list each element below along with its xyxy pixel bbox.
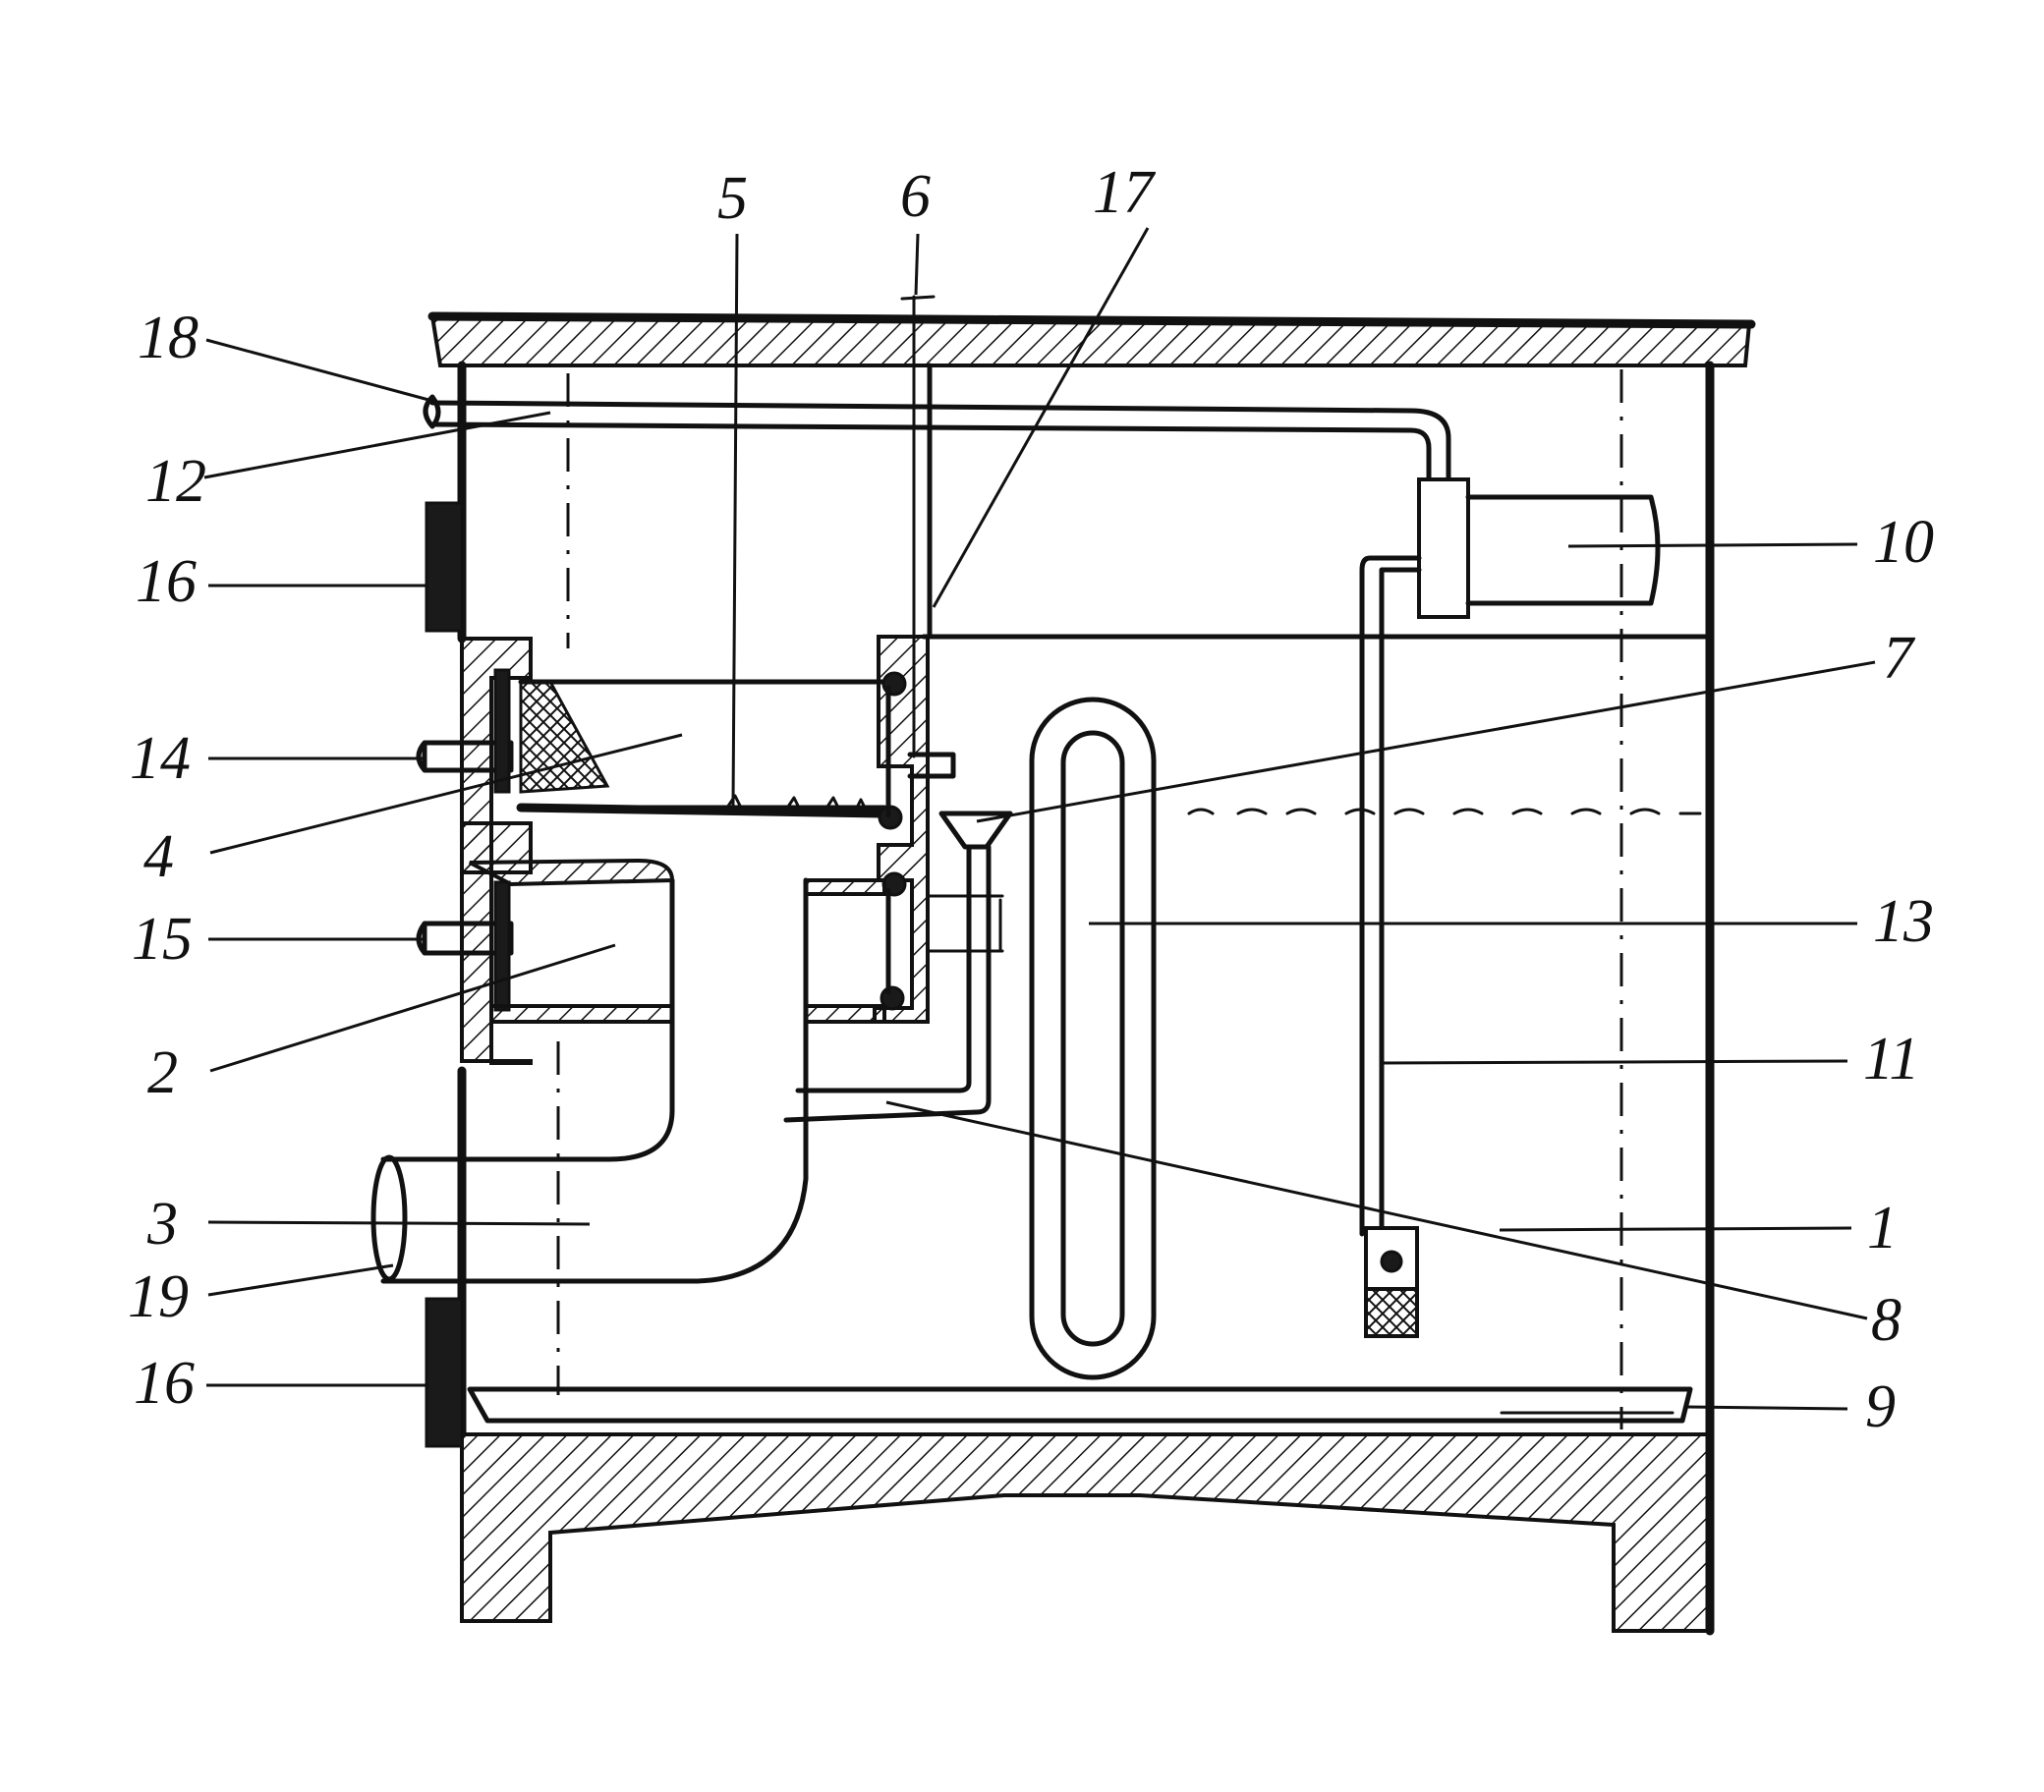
chamber-2 — [469, 858, 675, 887]
plate-16-lower — [425, 1297, 464, 1448]
right-housing — [873, 635, 930, 1024]
label-2: 2 — [147, 1039, 178, 1106]
label-9: 9 — [1865, 1373, 1896, 1440]
label-1: 1 — [1867, 1195, 1898, 1261]
drain-pipe-8 — [783, 844, 992, 1123]
label-6: 6 — [900, 163, 931, 230]
label-15: 15 — [132, 906, 193, 973]
label-7: 7 — [1883, 625, 1916, 692]
label-10: 10 — [1873, 509, 1934, 576]
tube-11 — [1359, 555, 1422, 1237]
outlet-duct-3 — [380, 1019, 809, 1284]
coupling-block — [1417, 477, 1470, 619]
label-12: 12 — [145, 448, 206, 515]
base — [460, 1432, 1712, 1633]
filter-mesh-4 — [519, 680, 610, 794]
label-8: 8 — [1871, 1287, 1902, 1354]
tube-12 — [429, 400, 1451, 484]
label-3: 3 — [146, 1191, 178, 1258]
motor-10 — [1465, 494, 1661, 606]
plate-16-upper — [425, 501, 464, 633]
sensor-filter — [1364, 1287, 1419, 1338]
fitting-14 — [416, 740, 514, 773]
label-16-lower: 16 — [134, 1350, 195, 1417]
water-level — [1187, 808, 1702, 815]
heating-element-13 — [1029, 697, 1157, 1380]
outlet-18 — [423, 394, 441, 429]
drip-tray — [467, 1386, 1693, 1424]
label-18: 18 — [138, 305, 199, 371]
label-4: 4 — [143, 823, 174, 890]
label-19: 19 — [128, 1263, 189, 1330]
label-13: 13 — [1873, 888, 1934, 955]
label-14: 14 — [130, 725, 191, 792]
label-16-upper: 16 — [136, 548, 197, 615]
label-11: 11 — [1863, 1026, 1919, 1092]
duct-opening-19 — [370, 1154, 408, 1282]
label-5: 5 — [717, 165, 748, 232]
label-17: 17 — [1093, 159, 1157, 226]
